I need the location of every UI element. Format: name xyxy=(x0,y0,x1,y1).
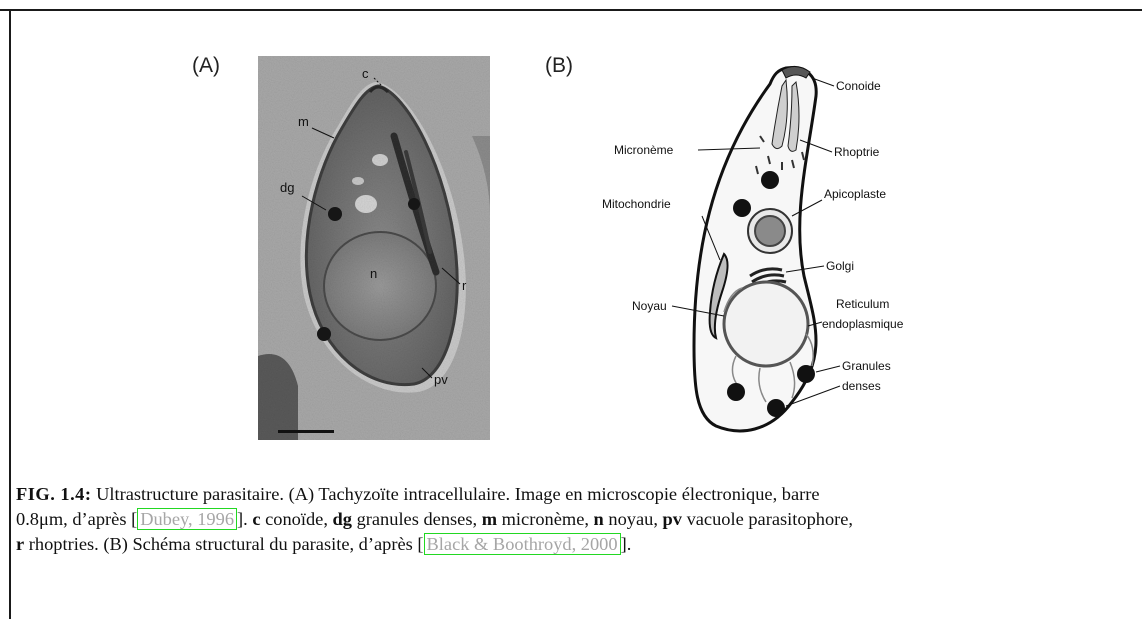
parasite-schema: Conoide Micronème Rhoptrie Apicoplaste M… xyxy=(560,56,1010,446)
def-dg: granules denses, xyxy=(352,509,482,529)
panel-a-label: (A) xyxy=(192,54,220,78)
apicoplast-inner xyxy=(755,216,785,246)
micrograph-label-n: n xyxy=(370,266,377,281)
schema-label-granules-2: denses xyxy=(842,379,881,393)
caption-text-1: Ultrastructure parasitaire. (A) Tachyzoï… xyxy=(92,484,820,504)
page-frame-top xyxy=(0,9,1142,11)
schema-label-rhoptrie: Rhoptrie xyxy=(834,145,880,159)
micrograph-label-dg: dg xyxy=(280,180,294,195)
def-m: micronème, xyxy=(497,509,594,529)
schema-label-conoide: Conoide xyxy=(836,79,881,93)
figure-label: FIG. 1.4: xyxy=(16,484,92,504)
pointer-granules-1 xyxy=(816,366,840,372)
term-pv: pv xyxy=(663,509,682,529)
def-pv: vacuole parasitophore, xyxy=(682,509,853,529)
scale-bar xyxy=(278,430,334,433)
schema-label-noyau: Noyau xyxy=(632,299,667,313)
electron-micrograph: c m dg n r pv xyxy=(258,56,490,440)
schema-label-reticulum-1: Reticulum xyxy=(836,297,889,311)
micrograph-texture xyxy=(258,56,490,440)
def-r: rhoptries. (B) Schéma structural du para… xyxy=(24,534,417,554)
nucleus-shape xyxy=(724,282,808,366)
page-frame-left xyxy=(9,9,11,619)
def-n: noyau, xyxy=(604,509,663,529)
caption-sep: . xyxy=(243,509,252,529)
micrograph-label-m: m xyxy=(298,114,309,129)
term-dg: dg xyxy=(333,509,352,529)
citation-black-link[interactable]: Black & Boothroyd, 2000 xyxy=(424,533,621,555)
caption-line-1: FIG. 1.4: Ultrastructure parasitaire. (A… xyxy=(16,482,1142,507)
caption-line-2: 0.8μm, d’après [Dubey, 1996]. c conoïde,… xyxy=(16,507,1142,532)
caption-end: . xyxy=(627,534,632,554)
caption-text-2: 0.8μm, d’après xyxy=(16,509,131,529)
schema-label-reticulum-2: endoplasmique xyxy=(822,317,904,331)
term-r: r xyxy=(16,534,24,554)
schema-label-apicoplaste: Apicoplaste xyxy=(824,187,886,201)
schema-label-golgi: Golgi xyxy=(826,259,854,273)
citation-dubey-link[interactable]: Dubey, 1996 xyxy=(137,508,237,530)
term-c: c xyxy=(252,509,260,529)
term-n: n xyxy=(594,509,604,529)
term-m: m xyxy=(482,509,497,529)
def-c: conoïde, xyxy=(261,509,333,529)
micrograph-label-pv: pv xyxy=(434,372,448,387)
micrograph-label-c: c xyxy=(362,66,369,81)
schema-label-microneme: Micronème xyxy=(614,143,674,157)
schema-label-mitochondrie: Mitochondrie xyxy=(602,197,671,211)
caption-line-3: r rhoptries. (B) Schéma structural du pa… xyxy=(16,532,1142,557)
micrograph-label-r: r xyxy=(462,278,467,293)
figure-caption: FIG. 1.4: Ultrastructure parasitaire. (A… xyxy=(16,482,1142,557)
schema-label-granules-1: Granules xyxy=(842,359,891,373)
